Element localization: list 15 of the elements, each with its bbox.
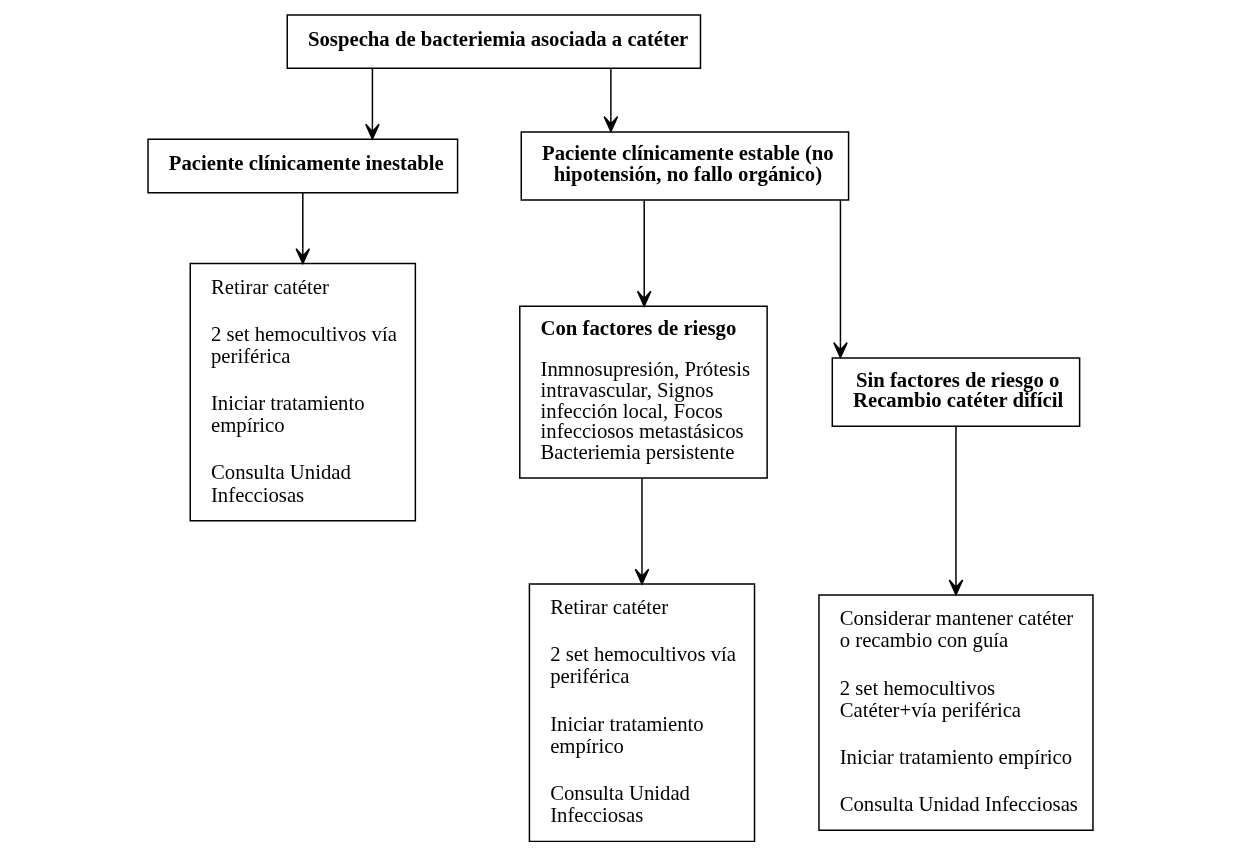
- arrow: [294, 191, 310, 264]
- node-box: Paciente clínicamente estable (no hipotensión, no fallo orgánico): [520, 130, 849, 201]
- node-box: Sin factores de riesgo o Recambio catéter difícil: [831, 356, 1080, 427]
- arrow: [364, 67, 380, 140]
- arrow: [636, 199, 652, 307]
- node-box: Retirar catéter 2 set hemocultivos vía periférica Iniciar tratamiento empírico Consulta Unidad Infecciosas: [528, 582, 755, 842]
- node-box: Sospecha de bacteriemia asociada a catéter: [286, 13, 701, 69]
- arrow: [602, 67, 618, 132]
- node-box: Retirar catéter 2 set hemocultivos vía periférica Iniciar tratamiento empírico Consulta Unidad Infecciosas: [189, 262, 416, 522]
- node-box: Paciente clínicamente inestable: [146, 138, 458, 193]
- arrow: [948, 425, 963, 596]
- arrow: [634, 477, 649, 585]
- arrow: [832, 199, 848, 358]
- node-box: Con factores de riesgo Inmnosupresión, Prótesis intravascular, Signos infección local, Focos infecciosos metastásicos Bacteriemia persistente: [518, 305, 768, 479]
- node-box: Considerar mantener catéter o recambio con guía 2 set hemocultivos Catéter+vía periférica Iniciar tratamiento empírico Consulta Unidad Infecciosas: [817, 593, 1094, 831]
